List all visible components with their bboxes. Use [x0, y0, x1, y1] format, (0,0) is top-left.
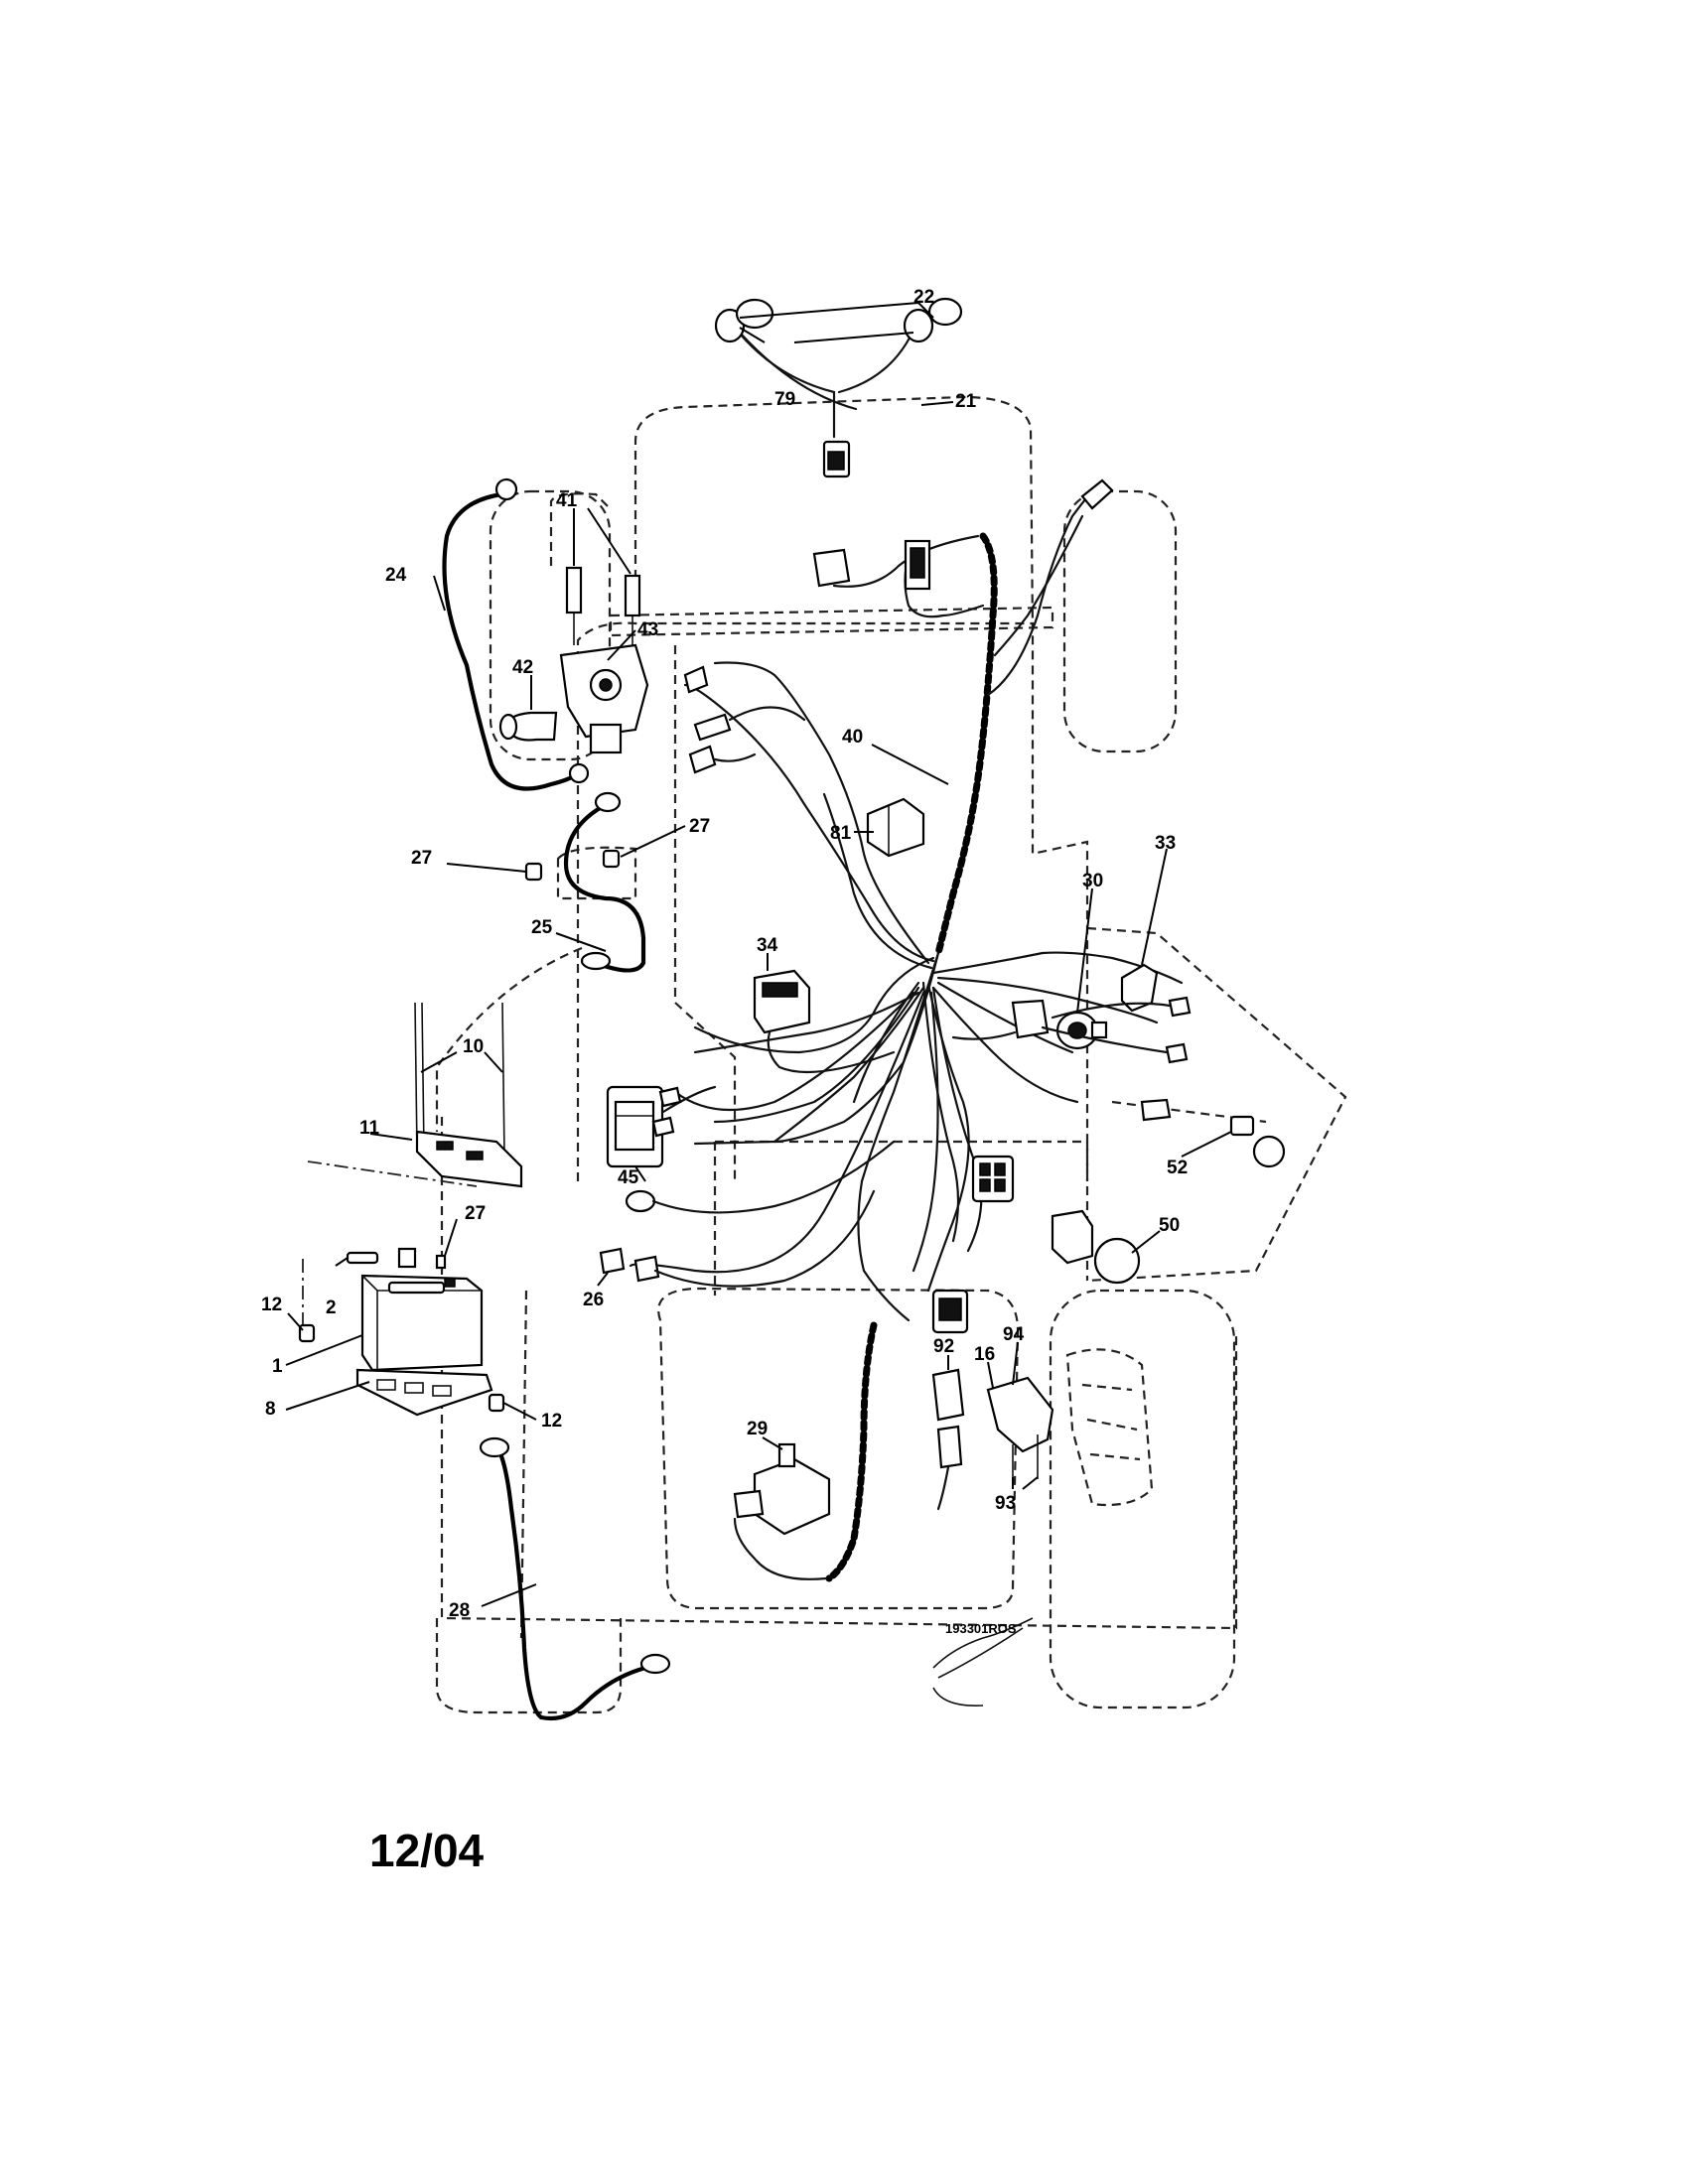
callout-12-left: 12 — [261, 1295, 282, 1315]
relay-81 — [866, 797, 925, 858]
callout-2: 2 — [326, 1297, 337, 1318]
callout-52: 52 — [1167, 1158, 1188, 1178]
callout-24: 24 — [385, 565, 407, 586]
callout-42: 42 — [512, 657, 533, 678]
meter-45 — [606, 1085, 717, 1168]
callout-81: 81 — [830, 823, 852, 844]
cable-25 — [563, 791, 646, 973]
callout-43: 43 — [637, 619, 658, 640]
callout-27-left: 27 — [411, 848, 432, 869]
callout-79: 79 — [774, 389, 795, 410]
switch-50 — [1051, 1209, 1141, 1285]
callout-30: 30 — [1082, 871, 1103, 891]
seat-switch-group — [931, 1368, 1054, 1511]
module-29 — [733, 1442, 831, 1536]
callout-33: 33 — [1155, 833, 1176, 854]
callout-50: 50 — [1159, 1215, 1180, 1236]
callout-92: 92 — [933, 1336, 954, 1357]
callout-1: 1 — [272, 1356, 283, 1377]
cable-24 — [442, 478, 590, 791]
callout-28: 28 — [449, 1600, 470, 1621]
callout-8: 8 — [265, 1399, 276, 1420]
callout-12-right: 12 — [541, 1411, 562, 1432]
leader-lines — [285, 302, 1232, 1607]
lower-coil — [733, 1321, 878, 1582]
callout-29: 29 — [747, 1419, 768, 1439]
main-harness — [629, 478, 1184, 1322]
misc-terminals — [599, 665, 1192, 1706]
nuts-27 — [524, 849, 621, 882]
callout-21: 21 — [955, 391, 977, 412]
callout-labels: 22 79 21 41 24 43 42 40 81 27 27 33 30 2… — [261, 287, 1188, 1636]
switch-34 — [753, 969, 896, 1074]
callout-94: 94 — [1003, 1324, 1025, 1345]
solenoid-assembly — [498, 566, 649, 754]
drawing-code: 193301ROS — [945, 1621, 1017, 1636]
callout-27-battery: 27 — [465, 1203, 486, 1224]
callout-40: 40 — [842, 727, 863, 748]
callout-25: 25 — [531, 917, 553, 938]
cable-28 — [479, 1436, 671, 1721]
callout-93: 93 — [995, 1493, 1016, 1514]
callout-11: 11 — [359, 1118, 380, 1139]
connector-block — [931, 1155, 1015, 1334]
headlight-assembly — [714, 297, 963, 478]
callout-34: 34 — [757, 935, 778, 956]
callout-27-right: 27 — [689, 816, 710, 837]
light-52 — [1140, 1098, 1286, 1168]
callout-41: 41 — [556, 490, 578, 511]
callout-10: 10 — [463, 1036, 484, 1057]
tractor-outline — [302, 395, 1347, 1714]
callout-45: 45 — [618, 1167, 639, 1188]
callout-16: 16 — [974, 1344, 995, 1365]
callout-26: 26 — [583, 1290, 604, 1310]
battery-group — [298, 1002, 523, 1417]
callout-22: 22 — [913, 287, 934, 308]
key-switch-30 — [951, 999, 1108, 1050]
date-label: 12/04 — [369, 1825, 485, 1876]
